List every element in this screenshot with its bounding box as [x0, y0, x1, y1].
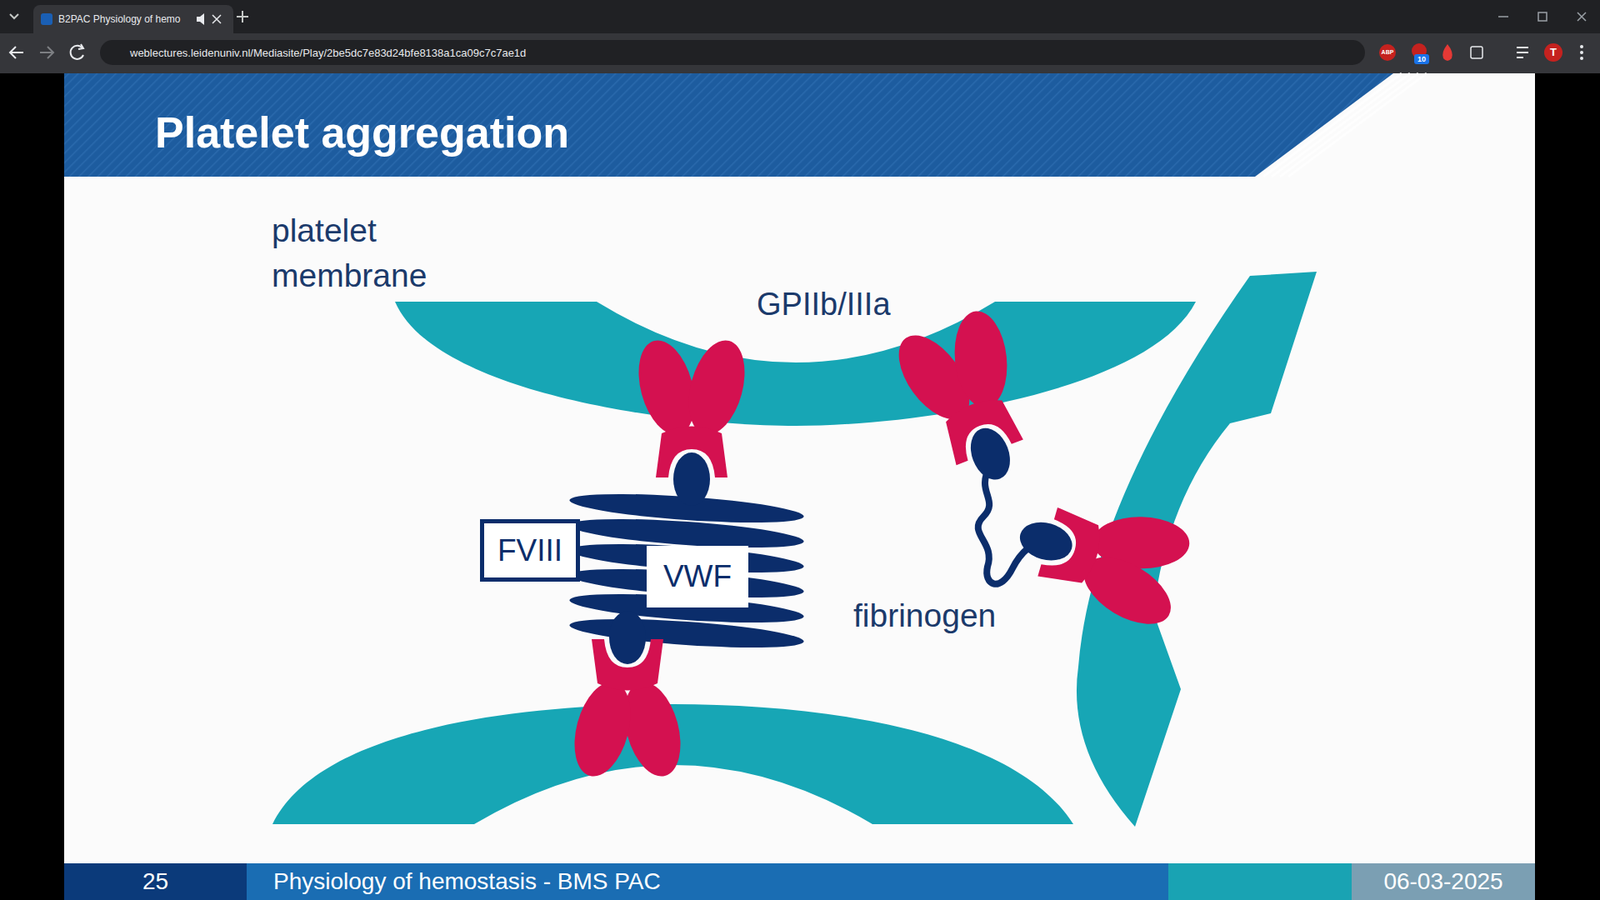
- browser-tab: B2PAC Physiology of hemo: [33, 5, 234, 34]
- gpiib-iiia-receptor: [880, 295, 1059, 501]
- slide-background: [64, 73, 1535, 900]
- node-text: B2PAC Physiology of hemo: [58, 13, 181, 25]
- address-bar: weblectures.leidenuniv.nl/Mediasite/Play…: [100, 40, 1365, 65]
- badge-number: 10: [1417, 55, 1426, 65]
- node-text: 25: [142, 868, 169, 895]
- forward-icon: [40, 46, 54, 59]
- node-text: VWF: [663, 559, 732, 595]
- title-bar-stripes: [1263, 73, 1427, 177]
- new-tab-icon: [236, 10, 249, 23]
- avatar-circle: [1544, 43, 1563, 62]
- tab-menu-icon: [10, 14, 19, 19]
- toolbar: [0, 33, 1600, 74]
- date-band: 06-03-2025: [1351, 863, 1535, 900]
- close-window-icon: [1577, 12, 1586, 21]
- structure-label: GPIIb/IIIa: [756, 285, 891, 325]
- reload-icon: [70, 45, 84, 60]
- factor-box: FVIII: [480, 519, 580, 582]
- extensions-icon: [1470, 46, 1483, 59]
- node-text: weblectures.leidenuniv.nl/Mediasite/Play…: [130, 46, 526, 60]
- vwf-multimer: [568, 488, 805, 654]
- media-icon: [1516, 47, 1529, 58]
- gpiib-iiia-receptor: [1003, 474, 1203, 642]
- extension-icon: [1442, 44, 1453, 61]
- title-bar: [64, 73, 1394, 177]
- minimize-icon: [1498, 15, 1509, 18]
- restore-icon: [1538, 12, 1547, 21]
- extension-badge: [1414, 54, 1430, 65]
- slide-title: Platelet aggregation: [155, 106, 570, 159]
- gpiib-iiia-receptor: [629, 334, 755, 506]
- node-text: Physiology of hemostasis - BMS PAC: [273, 868, 661, 895]
- structure-label: fibrinogen: [853, 596, 996, 636]
- menu-dot: [1580, 50, 1584, 55]
- footer-band: [1168, 863, 1352, 900]
- footer-band: Physiology of hemostasis - BMS PAC: [246, 863, 1169, 900]
- menu-dot: [1580, 56, 1584, 60]
- node-text: FVIII: [497, 533, 563, 569]
- factor-box: VWF: [646, 545, 749, 608]
- reload-arrow: [78, 44, 84, 50]
- avatar-letter: T: [1550, 45, 1557, 60]
- back-icon: [10, 46, 24, 59]
- extension-icon: [1379, 44, 1396, 61]
- structure-label: platelet membrane: [271, 208, 472, 299]
- slide-number-band: 25: [64, 863, 247, 900]
- icon-text: ABP: [1381, 49, 1395, 56]
- node-text: 06-03-2025: [1383, 868, 1503, 895]
- tab-strip: [0, 0, 1600, 34]
- menu-dot: [1580, 45, 1584, 49]
- gpiib-iiia-receptor: [565, 610, 690, 783]
